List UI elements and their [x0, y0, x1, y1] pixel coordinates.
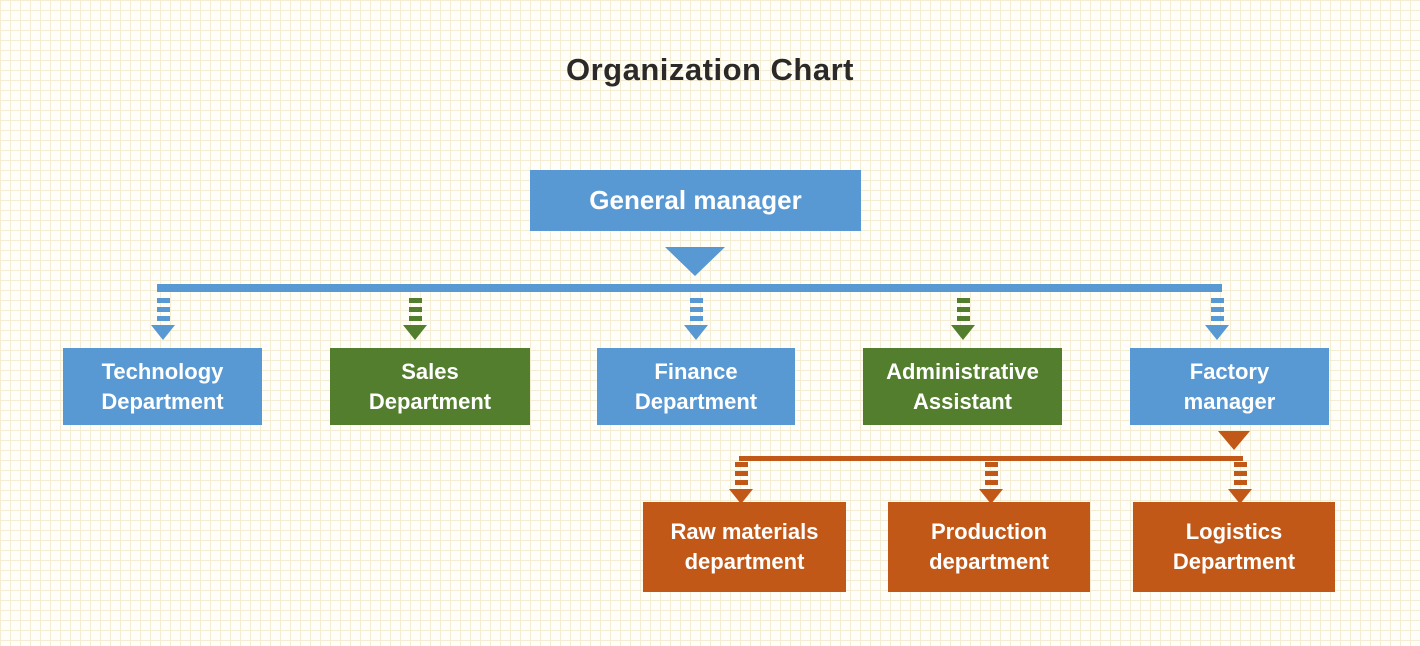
connector-arrow-finance-icon: [684, 298, 708, 340]
connector-arrow-factory-icon: [1205, 298, 1229, 340]
level2-trunk-line: [157, 284, 1222, 292]
node-factory-manager: Factory manager: [1130, 348, 1329, 425]
node-general-manager: General manager: [530, 170, 861, 231]
connector-arrow-technology-icon: [151, 298, 175, 340]
node-finance-department: Finance Department: [597, 348, 795, 425]
node-technology-department: Technology Department: [63, 348, 262, 425]
root-arrowhead-icon: [665, 247, 725, 276]
node-label: Finance Department: [634, 358, 758, 414]
node-logistics-department: Logistics Department: [1133, 502, 1335, 592]
factory-arrowhead-icon: [1218, 431, 1250, 450]
node-label: Technology Department: [101, 358, 224, 414]
connector-arrow-administrative-icon: [951, 298, 975, 340]
connector-arrow-raw-materials-icon: [729, 462, 753, 504]
connector-arrow-production-icon: [979, 462, 1003, 504]
node-label: Administrative Assistant: [886, 358, 1039, 414]
connector-arrow-logistics-icon: [1228, 462, 1252, 504]
node-label: Raw materials department: [670, 519, 819, 574]
node-label: Logistics Department: [1172, 519, 1296, 574]
node-label: Sales Department: [368, 358, 492, 414]
node-label: Production department: [929, 519, 1049, 574]
page-title: Organization Chart: [565, 52, 854, 87]
node-label: General manager: [589, 185, 802, 215]
connector-arrow-sales-icon: [403, 298, 427, 340]
node-label: Factory manager: [1183, 358, 1276, 414]
node-sales-department: Sales Department: [330, 348, 530, 425]
node-production-department: Production department: [888, 502, 1090, 592]
node-administrative-assistant: Administrative Assistant: [863, 348, 1062, 425]
level3-trunk-line: [739, 456, 1243, 461]
node-raw-materials-department: Raw materials department: [643, 502, 846, 592]
